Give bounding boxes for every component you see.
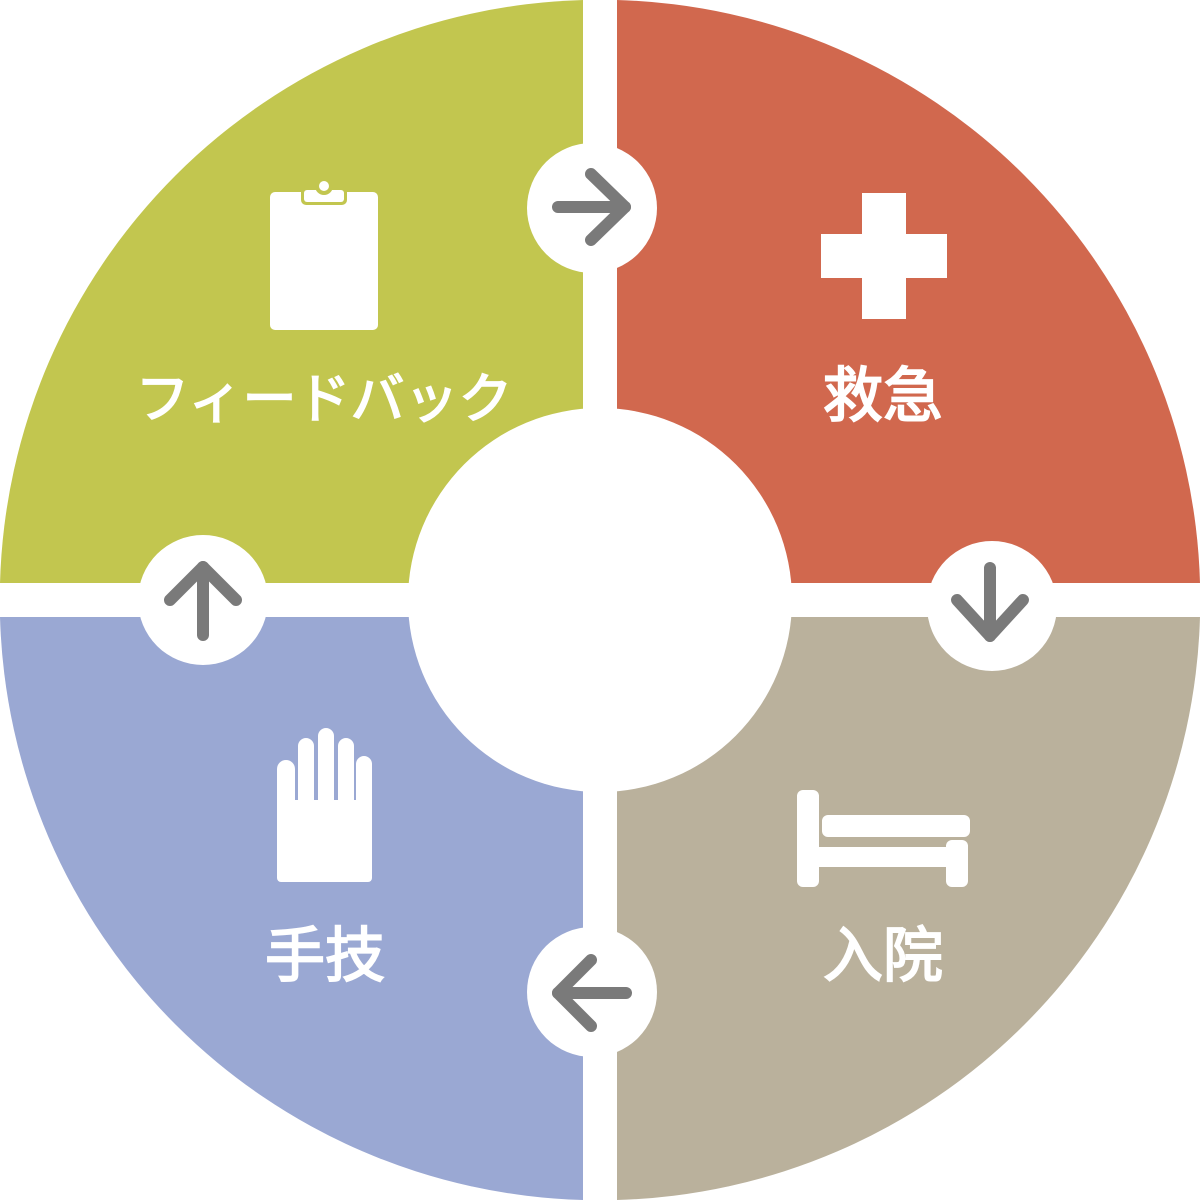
label-emergency: 救急 — [823, 362, 943, 432]
arrow-right-icon — [552, 168, 631, 246]
label-procedure: 手技 — [265, 922, 385, 992]
center-circle — [408, 408, 792, 792]
arrow-up-icon — [164, 561, 242, 641]
medical-cross-icon — [821, 193, 947, 319]
bed-icon — [797, 790, 970, 887]
hand-icon — [277, 728, 372, 882]
arrow-left-icon — [552, 954, 632, 1032]
label-feedback: フィードバック — [136, 368, 513, 431]
arrow-down-icon — [951, 562, 1029, 642]
segment-procedure — [0, 617, 583, 1200]
segment-emergency — [617, 0, 1200, 583]
segment-hospitalization — [617, 617, 1200, 1200]
label-hospitalization: 入院 — [823, 922, 943, 992]
clipboard-icon — [270, 177, 378, 330]
